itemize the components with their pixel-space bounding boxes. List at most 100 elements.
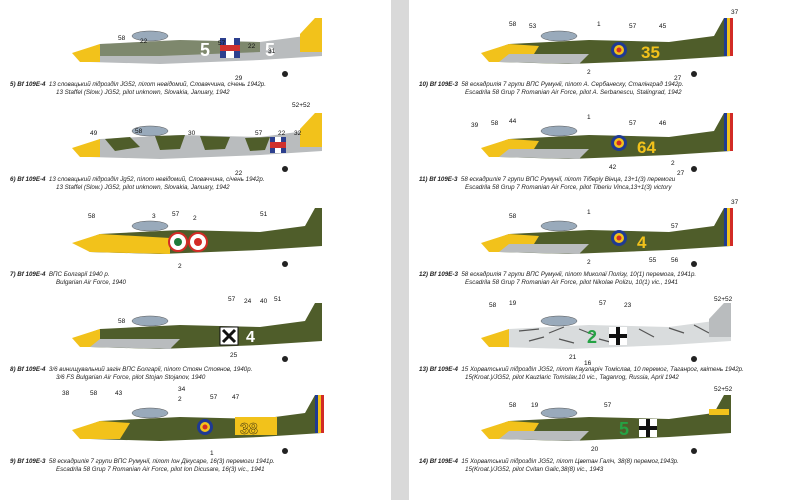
callout-label: 58 <box>509 402 517 409</box>
caption-en: 13 Staffel (Slow.) JG52, pilot unknown, … <box>56 184 230 191</box>
caption-ua: 3/6 винищувальний загін ВПС Болгарії, пі… <box>48 366 253 373</box>
callout-label: 2 <box>587 259 591 266</box>
left-page: 5 5 58 22 57 22 31 29 5) Bf 109E-4 13 сл… <box>0 0 391 500</box>
callout-label: 58 <box>118 35 126 42</box>
aircraft-profile: 58 3 57 2 51 2 <box>72 208 322 270</box>
profile-entry: 58 3 57 2 51 2 7) Bf 109E-4 ВПС Болгарії… <box>0 198 391 293</box>
caption-en: 15(Kroat.)/JG52, pilot Cvitan Galic,38(8… <box>465 466 604 473</box>
aircraft-profile: 2 52+52 58 19 57 23 21 16 <box>481 296 733 367</box>
callout-label: 45 <box>659 23 667 30</box>
profile-number: 14) <box>419 458 428 465</box>
profile-number: 10) <box>419 81 428 88</box>
callout-label: 37 <box>731 9 739 16</box>
fuselage-code: 2 <box>587 327 597 347</box>
callout-label: 2 <box>587 69 591 76</box>
callout-label: 57 <box>172 211 180 218</box>
fuselage-code: 35 <box>641 43 660 62</box>
callout-label: 2 <box>671 160 675 167</box>
callout-label: 57 <box>210 394 218 401</box>
callout-label: 51 <box>260 211 268 218</box>
callout-label: 31 <box>268 48 276 55</box>
fuselage-code: 4 <box>246 329 255 346</box>
callout-label: 27 <box>677 170 685 177</box>
callout-label: 1 <box>587 114 591 121</box>
caption-ua: 15 Хорватський підрозділ JG52, пілот Кау… <box>461 366 744 373</box>
callout-label: 55 <box>649 257 657 264</box>
caption-ua: 13 словацький підрозділ Jg52, пілот неві… <box>48 176 265 183</box>
aircraft-profile: 38 38 58 43 34 2 57 47 1 <box>62 386 324 457</box>
callout-label: 23 <box>624 302 632 309</box>
aircraft-profile: 5 52+52 58 19 57 20 <box>481 386 733 454</box>
callout-label: 40 <box>260 298 268 305</box>
callout-label: 56 <box>671 257 679 264</box>
profile-caption: 14) Bf 109E-4 15 Хорватський підрозділ J… <box>419 458 794 474</box>
callout-label: 57 <box>218 40 226 47</box>
caption-ua: 58 ескадрилія 7 групи ВПС Румунії, пілот… <box>461 271 697 278</box>
profile-entry: 2 52+52 58 19 57 23 21 16 13) Bf 109E-4 … <box>409 293 800 388</box>
callout-label: 57 <box>255 130 263 137</box>
caption-ua: 13 словацький підрозділ JG52, пілот неві… <box>48 81 266 88</box>
profile-entry: 64 39 58 44 1 57 46 2 42 27 11) Bf 109E-… <box>409 103 800 198</box>
aircraft-type: Bf 109E-3 <box>17 458 46 465</box>
callout-label: 49 <box>90 130 98 137</box>
callout-label: 34 <box>178 386 186 393</box>
callout-label: 22 <box>140 38 148 45</box>
profile-number: 9) <box>10 458 16 465</box>
callout-label: 1 <box>210 450 214 457</box>
callout-label: 58 <box>88 213 96 220</box>
callout-label: 58 <box>489 302 497 309</box>
callout-label: 22 <box>248 43 256 50</box>
caption-ua: ВПС Болгарії 1940 р. <box>48 271 110 278</box>
callout-label: 51 <box>274 296 282 303</box>
profile-caption: 11) Bf 109E-3 58 ескадрилія 7 групи ВПС … <box>419 176 794 192</box>
caption-ua: 15 Хорватський підрозділ JG52, пілот Цве… <box>461 458 679 465</box>
callout-label: 52+52 <box>714 296 733 303</box>
profile-number: 8) <box>10 366 16 373</box>
callout-label: 57 <box>671 223 679 230</box>
profile-entry: 35 58 53 1 57 45 37 2 27 10) Bf 109E-3 5… <box>409 8 800 103</box>
profile-entry: 5 52+52 58 19 57 20 14) Bf 109E-4 15 Хор… <box>409 385 800 480</box>
callout-label: 37 <box>731 199 739 206</box>
callout-label: 22 <box>235 170 243 177</box>
aircraft-profile: 64 39 58 44 1 57 46 2 42 27 <box>471 113 733 177</box>
callout-label: 57 <box>629 120 637 127</box>
callout-label: 3 <box>152 213 156 220</box>
aircraft-type: Bf 109E-4 <box>17 176 46 183</box>
aircraft-profile: 4 58 1 2 55 57 37 56 <box>481 199 739 267</box>
caption-en: Escadrila 58 Grup 7 Romanian Air Force, … <box>465 89 682 96</box>
callout-label: 46 <box>659 120 667 127</box>
callout-label: 19 <box>531 402 539 409</box>
fuselage-code: 5 <box>619 419 629 439</box>
callout-label: 57 <box>604 402 612 409</box>
callout-label: 2 <box>178 263 182 270</box>
profile-caption: 8) Bf 109E-4 3/6 винищувальний загін ВПС… <box>10 366 385 382</box>
aircraft-type: Bf 109E-4 <box>429 366 458 373</box>
callout-label: 57 <box>629 23 637 30</box>
callout-label: 29 <box>235 75 243 82</box>
callout-label: 22 <box>278 130 286 137</box>
profile-caption: 7) Bf 109E-4 ВПС Болгарії 1940 р. Bulgar… <box>10 271 385 287</box>
callout-label: 2 <box>178 396 182 403</box>
fuselage-code: 5 <box>200 40 210 60</box>
callout-label: 52+52 <box>714 386 733 393</box>
callout-label: 20 <box>591 446 599 453</box>
callout-label: 30 <box>188 130 196 137</box>
profile-entry: 5 5 58 22 57 22 31 29 5) Bf 109E-4 13 сл… <box>0 8 391 103</box>
caption-en: Bulgarian Air Force, 1940 <box>56 279 126 286</box>
callout-label: 58 <box>135 128 143 135</box>
caption-ua: 58 ескадрилія 7 групи ВПС Румунії, пілот… <box>461 81 684 88</box>
profile-caption: 10) Bf 109E-3 58 ескадрилія 7 групи ВПС … <box>419 81 794 97</box>
callout-label: 38 <box>62 390 70 397</box>
callout-label: 39 <box>471 122 479 129</box>
aircraft-type: Bf 109E-4 <box>17 271 46 278</box>
caption-ua: 58 ескадрилія 7 групи ВПС Румунії, пілот… <box>460 176 676 183</box>
profile-number: 7) <box>10 271 16 278</box>
aircraft-type: Bf 109E-4 <box>17 366 46 373</box>
callout-label: 42 <box>609 164 617 171</box>
callout-label: 1 <box>587 209 591 216</box>
callout-label: 25 <box>230 352 238 359</box>
callout-label: 58 <box>491 120 499 127</box>
aircraft-type: Bf 109E-4 <box>429 458 458 465</box>
caption-ua: 58 ескадрилія 7 групи ВПС Румунії, пілот… <box>48 458 275 465</box>
fuselage-code: 38 <box>240 421 258 438</box>
